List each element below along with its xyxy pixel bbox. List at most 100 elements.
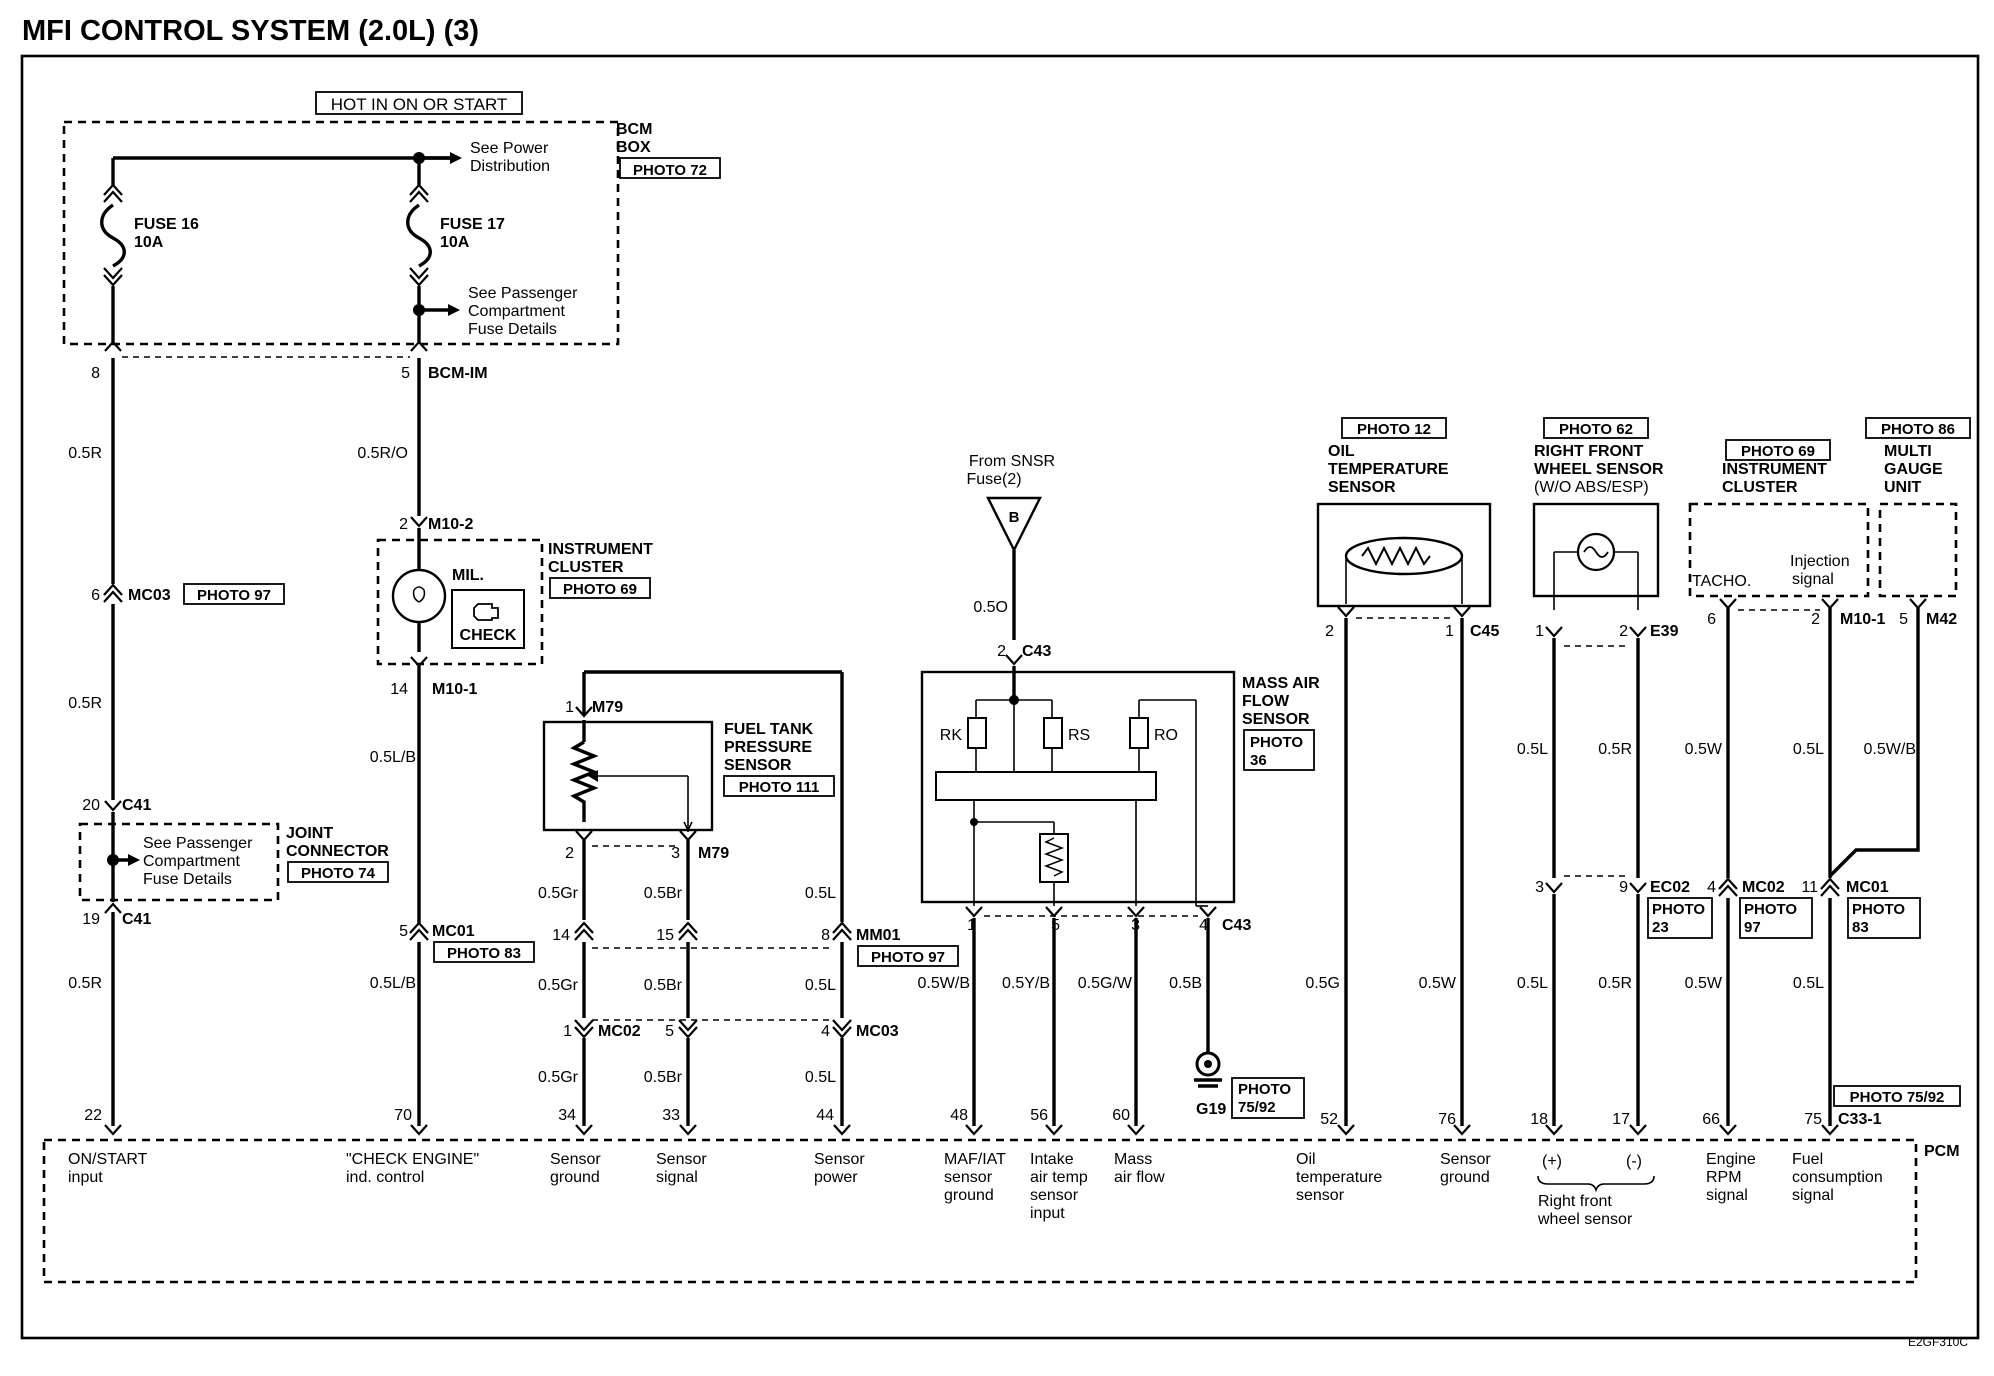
svg-text:0.5Br: 0.5Br bbox=[644, 1069, 683, 1086]
right-front-wheel-sensor: PHOTO 62 RIGHT FRONT WHEEL SENSOR (W/O A… bbox=[1517, 417, 1713, 1136]
svg-text:input: input bbox=[68, 1169, 103, 1186]
svg-text:8: 8 bbox=[91, 365, 100, 382]
svg-text:10A: 10A bbox=[134, 234, 164, 251]
svg-text:15: 15 bbox=[656, 927, 674, 944]
svg-text:Fuse(2): Fuse(2) bbox=[966, 471, 1021, 488]
svg-text:(-): (-) bbox=[1626, 1153, 1642, 1170]
svg-text:0.5R: 0.5R bbox=[68, 695, 102, 712]
svg-text:signal: signal bbox=[1706, 1187, 1748, 1204]
svg-text:18: 18 bbox=[1530, 1111, 1548, 1128]
svg-text:14: 14 bbox=[552, 927, 570, 944]
svg-text:0.5L: 0.5L bbox=[1517, 975, 1548, 992]
svg-text:CONNECTOR: CONNECTOR bbox=[286, 843, 389, 860]
svg-text:0.5R: 0.5R bbox=[1598, 741, 1632, 758]
svg-text:MASS AIR: MASS AIR bbox=[1242, 675, 1320, 692]
pcm-module: PCM ON/START input "CHECK ENGINE" ind. c… bbox=[42, 1138, 1960, 1284]
svg-text:(W/O ABS/ESP): (W/O ABS/ESP) bbox=[1534, 479, 1649, 496]
svg-text:From SNSR: From SNSR bbox=[969, 453, 1055, 470]
svg-text:0.5W/B: 0.5W/B bbox=[918, 975, 970, 992]
svg-text:BCM: BCM bbox=[616, 121, 652, 138]
svg-text:Sensor: Sensor bbox=[1440, 1151, 1491, 1168]
svg-text:10A: 10A bbox=[440, 234, 470, 251]
instrument-cluster-right: PHOTO 69 INSTRUMENT CLUSTER TACHO. Injec… bbox=[1685, 439, 1961, 1136]
bcm-im-connector: BCM-IM bbox=[428, 365, 488, 382]
svg-text:OIL: OIL bbox=[1328, 443, 1355, 460]
svg-text:0.5L/B: 0.5L/B bbox=[370, 975, 416, 992]
svg-text:34: 34 bbox=[558, 1107, 576, 1124]
svg-text:2: 2 bbox=[399, 516, 408, 533]
svg-text:Fuse Details: Fuse Details bbox=[143, 871, 232, 888]
multi-gauge-unit: PHOTO 86 MULTI GAUGE UNIT 5 M42 0.5W/B bbox=[1828, 417, 1971, 878]
svg-text:0.5R: 0.5R bbox=[68, 445, 102, 462]
svg-text:signal: signal bbox=[656, 1169, 698, 1186]
svg-text:0.5G: 0.5G bbox=[1305, 975, 1340, 992]
svg-text:ground: ground bbox=[1440, 1169, 1490, 1186]
svg-text:MM01: MM01 bbox=[856, 927, 901, 944]
check-lamp-label: CHECK bbox=[460, 627, 517, 644]
svg-text:Sensor: Sensor bbox=[814, 1151, 865, 1168]
svg-text:PHOTO 62: PHOTO 62 bbox=[1559, 421, 1633, 438]
svg-text:2: 2 bbox=[997, 643, 1006, 660]
svg-text:See Passenger: See Passenger bbox=[468, 285, 578, 302]
hot-in-label: HOT IN ON OR START bbox=[331, 95, 508, 114]
svg-text:M10-1: M10-1 bbox=[432, 681, 477, 698]
svg-text:temperature: temperature bbox=[1296, 1169, 1382, 1186]
svg-text:MC02: MC02 bbox=[598, 1023, 641, 1040]
svg-text:75/92: 75/92 bbox=[1238, 1099, 1276, 1116]
svg-text:23: 23 bbox=[1652, 919, 1669, 936]
svg-text:M42: M42 bbox=[1926, 611, 1957, 628]
svg-text:WHEEL SENSOR: WHEEL SENSOR bbox=[1534, 461, 1664, 478]
svg-text:60: 60 bbox=[1112, 1107, 1130, 1124]
svg-text:0.5L: 0.5L bbox=[1793, 975, 1824, 992]
check-engine-circuit: 0.5R/O 2 M10-2 MIL. CHECK INSTRUMENT CLU… bbox=[357, 358, 653, 1136]
svg-text:Engine: Engine bbox=[1706, 1151, 1756, 1168]
svg-text:SENSOR: SENSOR bbox=[1242, 711, 1310, 728]
svg-text:ON/START: ON/START bbox=[68, 1151, 148, 1168]
svg-text:"CHECK ENGINE": "CHECK ENGINE" bbox=[346, 1151, 479, 1168]
svg-text:CLUSTER: CLUSTER bbox=[548, 559, 624, 576]
svg-text:36: 36 bbox=[1250, 752, 1267, 769]
svg-text:PHOTO: PHOTO bbox=[1238, 1081, 1291, 1098]
svg-text:4: 4 bbox=[821, 1023, 830, 1040]
svg-text:0.5O: 0.5O bbox=[973, 599, 1008, 616]
svg-text:8: 8 bbox=[821, 927, 830, 944]
svg-text:signal: signal bbox=[1792, 1187, 1834, 1204]
svg-text:2: 2 bbox=[1325, 623, 1334, 640]
svg-text:0.5W/B: 0.5W/B bbox=[1864, 741, 1916, 758]
oil-temperature-sensor: PHOTO 12 OIL TEMPERATURE SENSOR 2 1 C45 … bbox=[1305, 417, 1499, 1136]
svg-text:INSTRUMENT: INSTRUMENT bbox=[548, 541, 653, 558]
svg-text:66: 66 bbox=[1702, 1111, 1720, 1128]
fuel-tank-pressure-sensor: 1 M79 FUEL TANK PRESSURE SENSOR PHOTO 11… bbox=[538, 670, 959, 1136]
svg-text:33: 33 bbox=[662, 1107, 680, 1124]
svg-text:MC01: MC01 bbox=[1846, 879, 1889, 896]
svg-text:97: 97 bbox=[1744, 919, 1761, 936]
svg-text:C41: C41 bbox=[122, 797, 151, 814]
svg-text:1: 1 bbox=[967, 917, 976, 934]
svg-text:wheel sensor: wheel sensor bbox=[1537, 1211, 1633, 1228]
svg-text:0.5Br: 0.5Br bbox=[644, 977, 683, 994]
svg-text:C33-1: C33-1 bbox=[1838, 1111, 1882, 1128]
thermistor-icon bbox=[1043, 837, 1065, 877]
svg-text:RO: RO bbox=[1154, 727, 1178, 744]
svg-text:PHOTO: PHOTO bbox=[1652, 901, 1705, 918]
svg-text:4: 4 bbox=[1199, 917, 1208, 934]
svg-text:INSTRUMENT: INSTRUMENT bbox=[1722, 461, 1827, 478]
svg-text:0.5Br: 0.5Br bbox=[644, 885, 683, 902]
svg-text:2: 2 bbox=[1811, 611, 1820, 628]
svg-text:Distribution: Distribution bbox=[470, 158, 550, 175]
ground-g19-icon bbox=[1195, 1051, 1221, 1077]
svg-text:14: 14 bbox=[390, 681, 408, 698]
svg-text:Fuel: Fuel bbox=[1792, 1151, 1823, 1168]
svg-text:1: 1 bbox=[1445, 623, 1454, 640]
svg-text:PRESSURE: PRESSURE bbox=[724, 739, 812, 756]
svg-text:0.5L: 0.5L bbox=[1793, 741, 1824, 758]
svg-text:1: 1 bbox=[1535, 623, 1544, 640]
svg-text:(+): (+) bbox=[1542, 1153, 1562, 1170]
svg-text:48: 48 bbox=[950, 1107, 968, 1124]
fuse-17-label: FUSE 17 bbox=[440, 216, 505, 233]
svg-text:sensor: sensor bbox=[1296, 1187, 1345, 1204]
svg-text:RIGHT FRONT: RIGHT FRONT bbox=[1534, 443, 1644, 460]
svg-text:0.5L: 0.5L bbox=[1517, 741, 1548, 758]
svg-text:FLOW: FLOW bbox=[1242, 693, 1290, 710]
